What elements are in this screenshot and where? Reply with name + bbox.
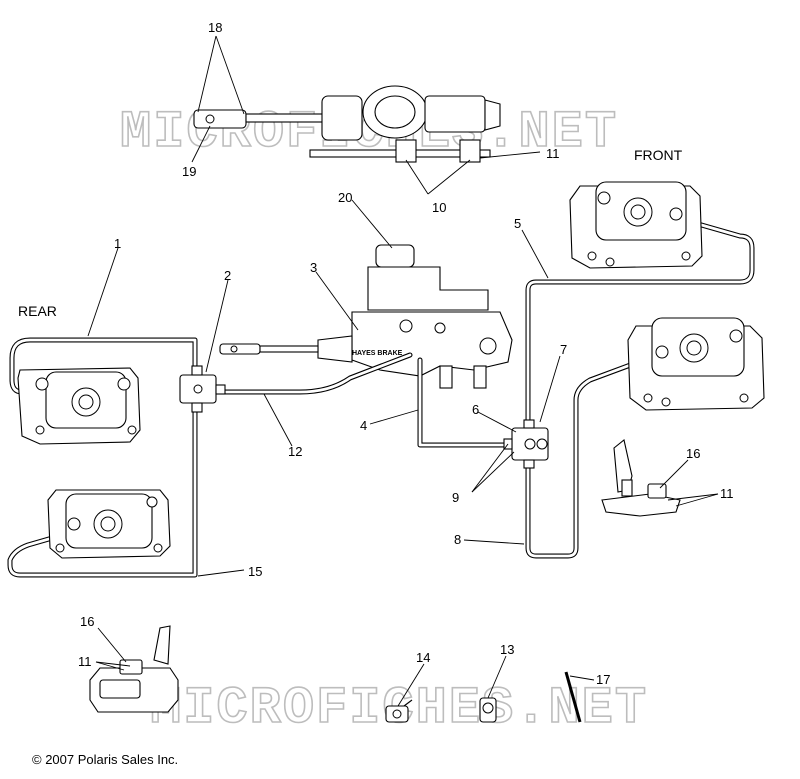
callout-20: 20 bbox=[338, 190, 352, 205]
callout-11-bot: 11 bbox=[78, 654, 92, 669]
rear-caliper-upper bbox=[17, 367, 141, 445]
rear-caliper-lower bbox=[47, 489, 171, 559]
callout-11-top: 11 bbox=[546, 146, 560, 161]
callout-14: 14 bbox=[416, 650, 430, 665]
callout-10: 10 bbox=[432, 200, 446, 215]
callout-16-mid: 16 bbox=[686, 446, 700, 461]
callout-5: 5 bbox=[514, 216, 521, 231]
bleeder-assembly-mid bbox=[601, 439, 681, 517]
callouts: 18 19 11 10 20 1 2 3 12 4 5 7 6 9 8 15 1… bbox=[78, 20, 734, 687]
callout-12: 12 bbox=[288, 444, 302, 459]
callout-15: 15 bbox=[248, 564, 262, 579]
leader-lines bbox=[87, 35, 719, 707]
callout-6: 6 bbox=[472, 402, 479, 417]
callout-2: 2 bbox=[224, 268, 231, 283]
tie-strap-part-17 bbox=[564, 671, 582, 723]
front-caliper-upper bbox=[569, 181, 703, 269]
brake-lines bbox=[7, 213, 755, 578]
pedal-master-cylinder-assembly bbox=[193, 85, 501, 163]
callout-8: 8 bbox=[454, 532, 461, 547]
rear-label: REAR bbox=[18, 303, 57, 319]
front-caliper-lower bbox=[627, 317, 765, 411]
bleeder-assembly-bottom bbox=[89, 625, 179, 713]
callout-3: 3 bbox=[310, 260, 317, 275]
callout-17: 17 bbox=[596, 672, 610, 687]
front-junction-block bbox=[503, 419, 549, 469]
callout-7: 7 bbox=[560, 342, 567, 357]
front-label: FRONT bbox=[634, 147, 683, 163]
callout-1: 1 bbox=[114, 236, 121, 251]
callout-9: 9 bbox=[452, 490, 459, 505]
rear-junction-block bbox=[179, 365, 226, 413]
callout-18: 18 bbox=[208, 20, 222, 35]
callout-4: 4 bbox=[360, 418, 367, 433]
callout-13: 13 bbox=[500, 642, 514, 657]
copyright-text: © 2007 Polaris Sales Inc. bbox=[32, 752, 178, 767]
callout-19: 19 bbox=[182, 164, 196, 179]
fitting-part-13 bbox=[479, 697, 497, 723]
master-cylinder: HAYES BRAKE bbox=[219, 244, 513, 389]
master-cylinder-marking: HAYES BRAKE bbox=[352, 350, 403, 357]
callout-11-mid: 11 bbox=[720, 486, 734, 501]
clip-part-14 bbox=[385, 699, 413, 723]
callout-16-bot: 16 bbox=[80, 614, 94, 629]
